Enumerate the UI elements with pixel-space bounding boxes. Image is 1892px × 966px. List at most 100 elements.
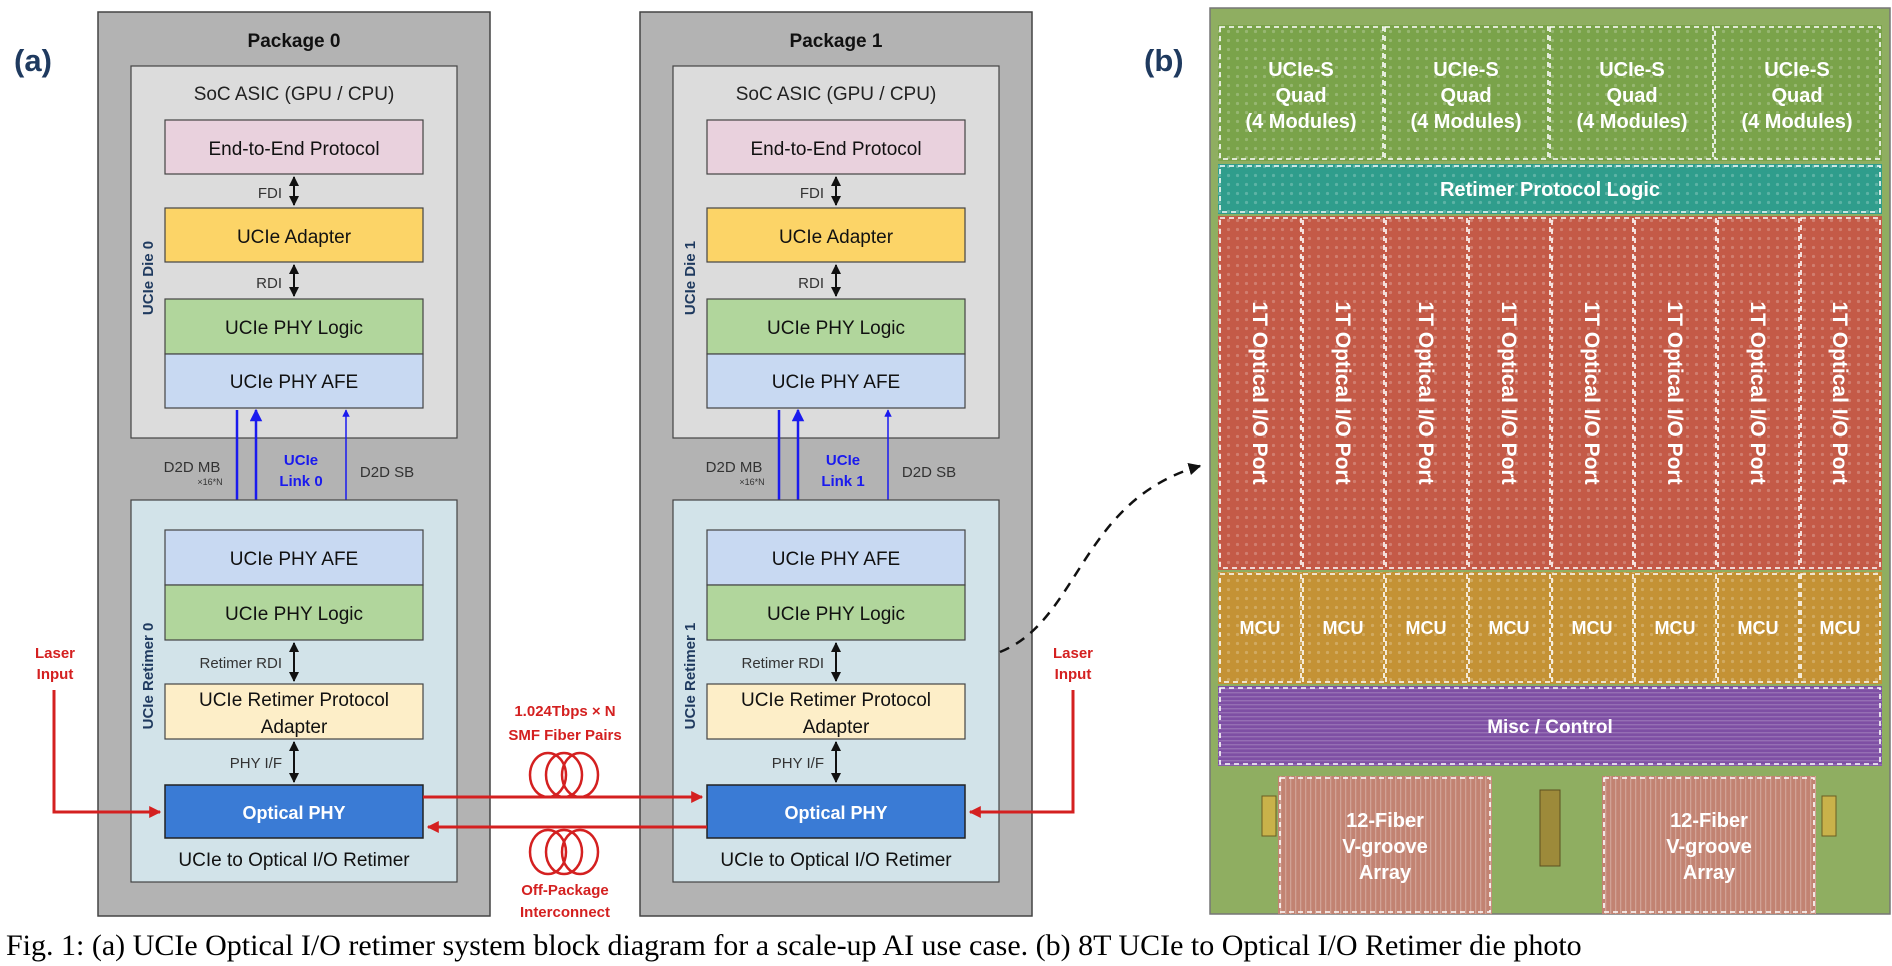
fiber-coil-bottom <box>528 828 600 876</box>
mcu-6-label: MCU <box>1738 618 1779 638</box>
link-1-label-line1: UCIe <box>826 452 860 469</box>
ports-outlines <box>1219 217 1881 569</box>
d2d-mb-1-label: D2D MB <box>706 459 763 476</box>
vgroove-1-texture <box>1602 776 1816 914</box>
laser-right-arrow <box>968 690 1075 818</box>
port-1-label: 1T Optical I/O Port <box>1331 301 1354 484</box>
vgroove-1-line3: Array <box>1683 862 1736 884</box>
vgroove-1-outline <box>1603 777 1815 913</box>
vgroove-0: 12-Fiber V-groove Array <box>1278 776 1492 914</box>
quad-3-line2: Quad <box>1771 85 1822 107</box>
phy-logic-1 <box>706 298 966 355</box>
ret-phy-afe-1 <box>706 529 966 586</box>
quad-3-line1: UCIe-S <box>1764 59 1830 81</box>
ret-phy-logic-1 <box>706 584 966 641</box>
vgroove-1-line1: 12-Fiber <box>1670 810 1748 832</box>
interconnect-label-line2: Interconnect <box>520 904 610 921</box>
mcu-2-label: MCU <box>1406 618 1447 638</box>
quad-2-line2: Quad <box>1606 85 1657 107</box>
fiber-label-line1: 1.024Tbps × N <box>514 703 615 720</box>
panel-b-label: (b) <box>1144 43 1184 78</box>
phy-if-1-label: PHY I/F <box>772 755 824 772</box>
laser-left-arrow <box>52 690 162 818</box>
port-0-label: 1T Optical I/O Port <box>1248 301 1271 484</box>
mcu-5-label: MCU <box>1655 618 1696 638</box>
ret-rdi-1-label: Retimer RDI <box>741 655 824 672</box>
mcu-1-outline <box>1302 573 1385 683</box>
ret-phy-logic-0 <box>164 584 424 641</box>
retimer-logic-texture <box>1218 164 1882 214</box>
optical-phy-1-label: Optical PHY <box>784 803 887 823</box>
vgroove-0-texture <box>1278 776 1492 914</box>
package-0-title: Package 0 <box>248 31 341 52</box>
quad-2: UCIe-S Quad (4 Modules) <box>1549 26 1714 160</box>
e2e-protocol-0-label: End-to-End Protocol <box>208 139 379 160</box>
port-1-outline <box>1302 217 1385 569</box>
port-3-outline <box>1468 217 1551 569</box>
fiber-label-line2: SMF Fiber Pairs <box>508 727 621 744</box>
pad-right <box>1821 795 1837 837</box>
quad-1-line1: UCIe-S <box>1433 59 1499 81</box>
laser-right-line2: Input <box>1055 666 1092 683</box>
fdi-1-label: FDI <box>800 185 824 202</box>
mcu-3-label: MCU <box>1489 618 1530 638</box>
quad-0-line3: (4 Modules) <box>1245 111 1356 133</box>
optical-phy-0 <box>164 784 424 839</box>
die-0-label: UCIe Die 0 <box>140 241 157 315</box>
quad-3: UCIe-S Quad (4 Modules) <box>1714 26 1881 160</box>
port-6-outline <box>1717 217 1800 569</box>
laser-input-right: Laser Input <box>968 645 1093 818</box>
mcu-4-outline <box>1551 573 1634 683</box>
mcu-outlines <box>1219 573 1881 683</box>
mcu-1-label: MCU <box>1323 618 1364 638</box>
fiber-coil-top <box>528 751 600 799</box>
phy-afe-0-label: UCIe PHY AFE <box>230 372 358 393</box>
quad-3-outline <box>1714 26 1881 160</box>
vgroove-0-line3: Array <box>1359 862 1412 884</box>
ret-adapter-0 <box>164 683 424 740</box>
pad-left <box>1261 795 1277 837</box>
mcu-0-label: MCU <box>1240 618 1281 638</box>
quad-0: UCIe-S Quad (4 Modules) <box>1219 26 1384 160</box>
soc-1-title: SoC ASIC (GPU / CPU) <box>736 84 937 105</box>
e2e-protocol-1 <box>706 119 966 175</box>
retimer-1-label: UCIe Retimer 1 <box>682 623 699 730</box>
figure-caption: Fig. 1: (a) UCIe Optical I/O retimer sys… <box>6 929 1582 962</box>
misc-texture <box>1218 686 1882 766</box>
port-3-label: 1T Optical I/O Port <box>1497 301 1520 484</box>
ret-phy-afe-0-label: UCIe PHY AFE <box>230 549 358 570</box>
mcu-4-label: MCU <box>1572 618 1613 638</box>
laser-left-line1: Laser <box>35 645 75 662</box>
adapter-1 <box>706 207 966 263</box>
port-0-outline <box>1219 217 1302 569</box>
quad-1: UCIe-S Quad (4 Modules) <box>1384 26 1549 160</box>
vgroove-0-line2: V-groove <box>1342 836 1428 858</box>
optical-phy-1 <box>706 784 966 839</box>
link-0-label-line2: Link 0 <box>279 473 322 490</box>
port-7-outline <box>1800 217 1881 569</box>
quad-1-line3: (4 Modules) <box>1410 111 1521 133</box>
soc-0-title: SoC ASIC (GPU / CPU) <box>194 84 395 105</box>
quad-1-line2: Quad <box>1440 85 1491 107</box>
optical-phy-0-label: Optical PHY <box>242 803 345 823</box>
retimer-0-caption: UCIe to Optical I/O Retimer <box>178 850 410 871</box>
mcu-6-outline <box>1717 573 1800 683</box>
e2e-protocol-0 <box>164 119 424 175</box>
adapter-1-label: UCIe Adapter <box>779 227 894 248</box>
ret-phy-afe-0 <box>164 529 424 586</box>
retimer-logic-outline <box>1219 165 1881 213</box>
laser-input-left: Laser Input <box>35 645 162 818</box>
retimer-logic-label: Retimer Protocol Logic <box>1440 179 1660 201</box>
adapter-0 <box>164 207 424 263</box>
misc-label: Misc / Control <box>1487 717 1613 738</box>
d2d-mb-0-label: D2D MB <box>164 459 221 476</box>
mcu-2-outline <box>1385 573 1468 683</box>
mcu-7-outline <box>1800 573 1881 683</box>
port-6-label: 1T Optical I/O Port <box>1746 301 1769 484</box>
mcu-7-label: MCU <box>1820 618 1861 638</box>
mb-width-1-label: ×16*N <box>739 477 764 487</box>
mb-width-0-label: ×16*N <box>197 477 222 487</box>
ret-phy-afe-1-label: UCIe PHY AFE <box>772 549 900 570</box>
quad-2-line3: (4 Modules) <box>1576 111 1687 133</box>
